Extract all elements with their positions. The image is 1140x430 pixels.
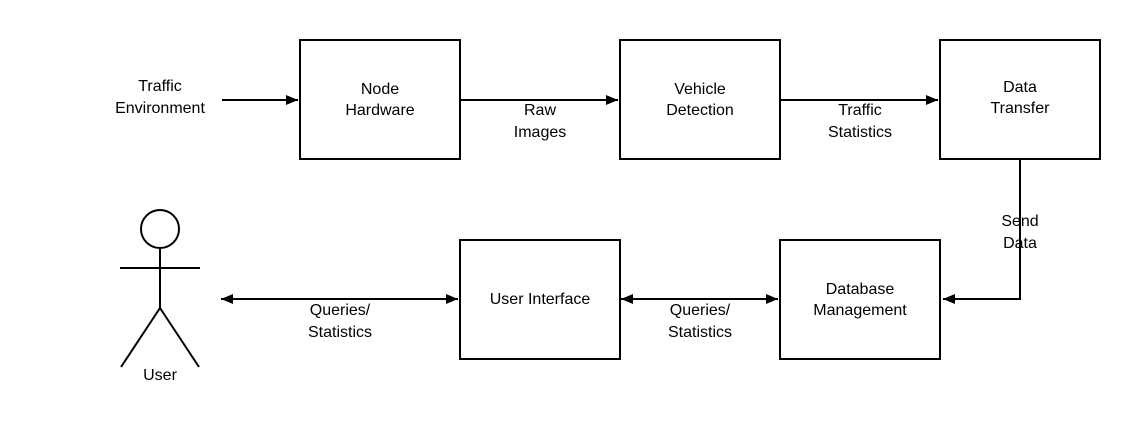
db-ui-line2: Statistics: [667, 324, 732, 341]
traffic-environment-line2: Environment: [115, 100, 205, 117]
ui-user-line2: Statistics: [307, 324, 372, 341]
send-data-edge-label: Send Data: [980, 211, 1060, 255]
raw-images-line1: Raw: [523, 102, 556, 119]
node-hardware-box: Node Hardware: [299, 39, 461, 160]
user-actor-icon: [120, 209, 200, 368]
traffic-environment-label: Traffic Environment: [100, 76, 220, 120]
node-hardware-label-line1: Node: [360, 80, 400, 98]
data-transfer-label-line1: Data: [1003, 79, 1037, 96]
ui-user-line1: Queries/: [309, 302, 371, 319]
send-data-line2: Data: [1003, 235, 1037, 252]
traffic-statistics-edge-label: Traffic Statistics: [800, 100, 920, 144]
data-transfer-label-line2: Transfer: [990, 100, 1050, 117]
raw-images-edge-label: Raw Images: [490, 100, 590, 144]
db-ui-edge-label: Queries/ Statistics: [640, 300, 760, 344]
database-management-label-line1: Database: [825, 280, 895, 298]
user-actor-label: User: [143, 367, 177, 384]
traffic-statistics-line2: Statistics: [827, 124, 892, 141]
ui-user-edge-label: Queries/ Statistics: [280, 300, 400, 344]
db-ui-line1: Queries/: [669, 302, 731, 319]
edge-data-transfer-to-database: [943, 160, 1021, 304]
traffic-statistics-line1: Traffic: [838, 102, 882, 119]
node-hardware-label-line2: Hardware: [345, 101, 415, 119]
data-transfer-box: Data Transfer: [939, 39, 1101, 160]
database-management-box: Database Management: [779, 239, 941, 360]
raw-images-line2: Images: [513, 124, 567, 141]
vehicle-detection-box: Vehicle Detection: [619, 39, 781, 160]
vehicle-detection-label-line2: Detection: [666, 101, 734, 119]
user-interface-box: User Interface: [459, 239, 621, 360]
user-interface-label: User Interface: [489, 291, 591, 308]
vehicle-detection-label-line1: Vehicle: [674, 80, 726, 98]
database-management-label-line2: Management: [813, 301, 907, 319]
traffic-environment-line1: Traffic: [138, 78, 182, 95]
send-data-line1: Send: [1001, 213, 1039, 230]
